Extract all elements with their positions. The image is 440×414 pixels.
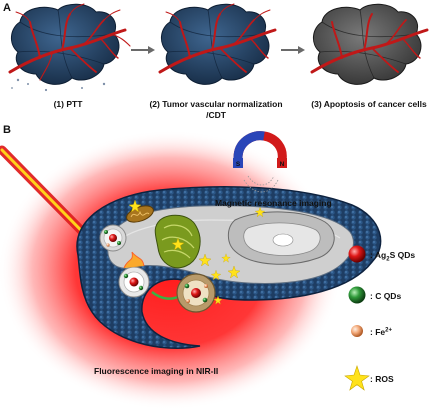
nanoparticle-small <box>99 224 127 252</box>
mri-label: Magnetic resonance imaging <box>215 198 332 208</box>
step-2-label: (2) Tumor vascular normalization <box>149 99 282 109</box>
legend-item-ros: : ROS <box>344 365 394 391</box>
magnet-s-pole: S <box>236 161 241 168</box>
blood-vessels <box>8 3 131 81</box>
red-sphere-icon <box>348 245 366 263</box>
nanoparticle-degraded <box>176 273 216 313</box>
legend-ros-label: : ROS <box>370 374 394 384</box>
fluorescence-label: Fluorescence imaging in NIR-II <box>94 366 218 376</box>
blood-vessels <box>310 13 429 74</box>
step-2-label-line2: /CDT <box>206 110 227 120</box>
ros-stars <box>128 199 266 305</box>
panel-a-label: A <box>3 2 11 14</box>
magnet-icon: S N <box>233 131 287 193</box>
tumor-normalization-illustration <box>158 3 277 85</box>
magnet-n-pole: N <box>280 161 285 168</box>
blood-vessels <box>158 3 277 74</box>
legend-cqds-label: : C QDs <box>370 291 401 301</box>
tumor-ptt-illustration <box>8 3 131 92</box>
legend-item-fe: : Fe2+ <box>351 325 392 337</box>
step-3-label: (3) Apoptosis of cancer cells <box>311 99 427 109</box>
legend: : Ag2S QDs : C QDs : Fe2+ : ROS <box>344 245 415 391</box>
nanoparticle-activated <box>118 251 150 298</box>
legend-item-cqds: : C QDs <box>348 286 401 304</box>
orange-sphere-icon <box>351 325 363 337</box>
legend-item-ag2s: : Ag2S QDs <box>348 245 415 263</box>
tumor-apoptosis-illustration <box>310 3 429 85</box>
nucleus <box>227 211 335 265</box>
legend-fe-label: : Fe2+ <box>370 327 392 337</box>
step-1-label: (1) PTT <box>54 99 84 109</box>
legend-ag2s-label: : Ag2S QDs <box>370 250 415 263</box>
arrow-step-1-to-2 <box>131 46 155 54</box>
panel-b-label: B <box>3 124 11 136</box>
green-sphere-icon <box>348 286 366 304</box>
arrow-step-2-to-3 <box>281 46 305 54</box>
yellow-star-icon <box>344 365 370 391</box>
